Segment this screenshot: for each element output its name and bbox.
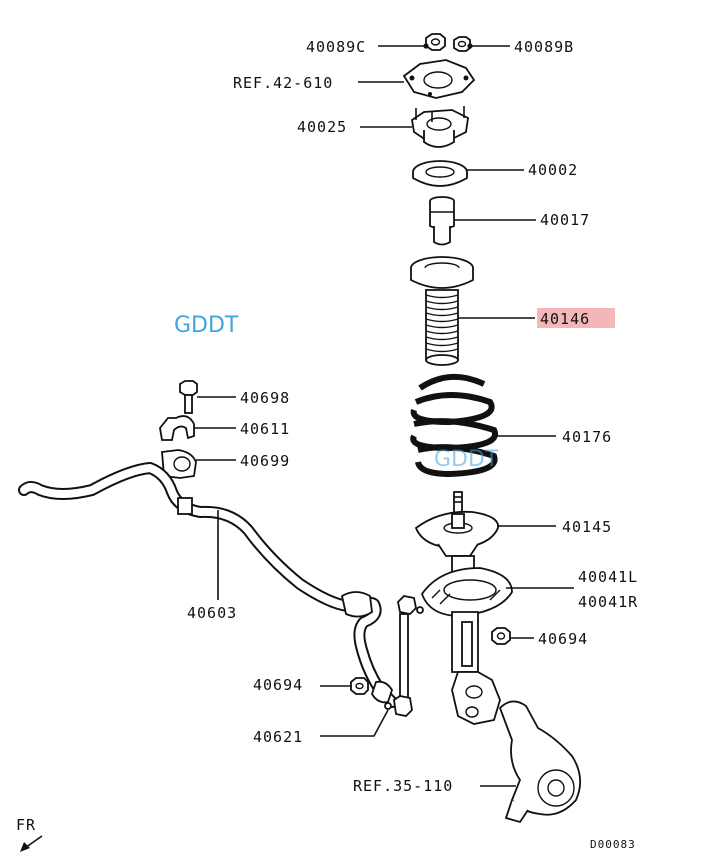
direction-label: FR — [16, 816, 36, 834]
nut-40694-left-part — [350, 677, 369, 695]
bushing-40699-part — [161, 449, 197, 479]
callout-40017: 40017 — [540, 211, 590, 229]
callout-40002: 40002 — [528, 161, 578, 179]
steering-knuckle-part — [498, 700, 582, 824]
stabilizer-link-part — [384, 595, 424, 717]
spring-seat-part — [414, 491, 499, 557]
callout-40621: 40621 — [253, 728, 303, 746]
stabilizer-bar-part — [18, 462, 398, 708]
front-arrow-icon — [20, 835, 43, 852]
callout-40025: 40025 — [297, 118, 347, 136]
callout-40089b: 40089B — [514, 38, 574, 56]
callout-40611: 40611 — [240, 420, 290, 438]
callout-40698: 40698 — [240, 389, 290, 407]
bump-stopper-part — [429, 196, 455, 246]
callout-40699: 40699 — [240, 452, 290, 470]
callout-40145: 40145 — [562, 518, 612, 536]
leader-lines — [194, 43, 574, 787]
callout-40146: 40146 — [540, 310, 590, 328]
strut-assembly-part — [420, 555, 513, 725]
bracket-40611-part — [159, 415, 195, 441]
callout-40041l: 40041L — [578, 568, 638, 586]
strut-mount-part — [411, 106, 469, 148]
strut-bearing-part — [412, 160, 468, 187]
callout-40041r: 40041R — [578, 593, 638, 611]
diagram-code: D00083 — [590, 838, 636, 851]
callout-40176: 40176 — [562, 428, 612, 446]
callout-40694-left: 40694 — [253, 676, 303, 694]
dust-boot-part — [410, 256, 474, 366]
callout-40089c: 40089C — [306, 38, 366, 56]
mount-plate-part — [402, 59, 476, 99]
callout-ref-35-110: REF.35-110 — [353, 777, 453, 795]
coil-spring-part — [410, 373, 498, 478]
callout-ref-42-610: REF.42-610 — [233, 74, 333, 92]
highlight-box — [537, 308, 615, 328]
watermark-text: GDDT — [174, 313, 239, 338]
watermark-text-faint: GDDT — [434, 447, 499, 472]
callout-40694-right: 40694 — [538, 630, 588, 648]
callout-40603: 40603 — [187, 604, 237, 622]
nut-40089b-part — [453, 36, 471, 52]
nut-40089c-part — [425, 33, 446, 51]
bolt-40698-part — [179, 380, 198, 414]
nut-40694-right-part — [491, 627, 511, 645]
